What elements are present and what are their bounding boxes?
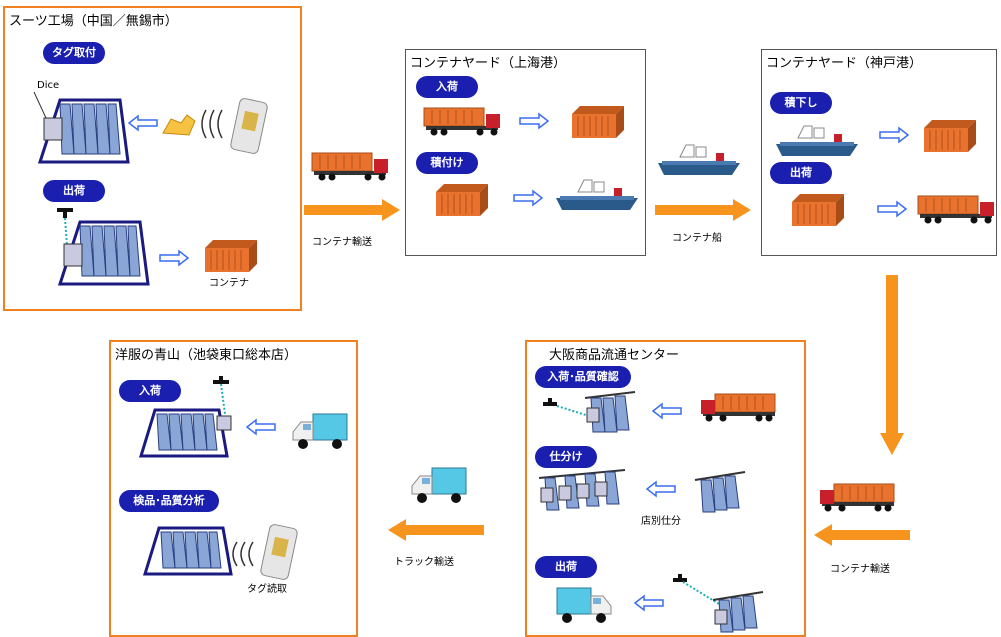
flow-arrow-right-icon [877, 200, 908, 218]
sorted-suits-icon [538, 469, 626, 511]
container-truck-icon [820, 483, 895, 512]
tag-writer-icon [162, 114, 196, 136]
step-pill-unloading: 積下し [770, 92, 832, 114]
step-pill-ship: 出荷 [535, 556, 597, 578]
tag-antenna-icon [213, 376, 232, 431]
hanging-suits-icon [694, 471, 746, 513]
transport-arrow-down-icon [880, 275, 904, 455]
panel-title: 洋服の青山（池袋東口総本店） [115, 348, 298, 363]
delivery-truck-icon [556, 587, 612, 623]
container-truck-icon [917, 195, 994, 224]
panel-title: コンテナヤード（上海港） [410, 56, 567, 71]
container-label: コンテナ [209, 278, 249, 289]
panel-suit-factory: スーツ工場（中国／無錫市） タグ取付 Dice 出荷 [3, 6, 302, 311]
rfid-reader-icon [260, 524, 298, 580]
rfid-reader-icon [230, 98, 268, 154]
transport-label: コンテナ船 [672, 233, 722, 244]
suit-rack-icon [33, 91, 130, 164]
shipping-container-icon [572, 106, 624, 138]
suit-rack-icon [138, 408, 229, 458]
step-pill-sorting: 仕分け [535, 446, 597, 468]
tag-antenna-icon [543, 398, 590, 417]
step-pill-arrival-check: 入荷･品質確認 [535, 366, 631, 388]
hanging-suits-icon [584, 391, 636, 433]
shipping-container-icon [924, 120, 976, 152]
hanging-suits-icon [712, 591, 764, 633]
tag-antenna-icon [57, 208, 73, 247]
sort-label: 店別仕分 [641, 516, 681, 527]
transport-label: コンテナ輸送 [312, 237, 372, 248]
flow-arrow-right-icon [879, 126, 910, 144]
transport-arrow-left-icon [388, 519, 484, 541]
container-ship-icon [776, 125, 858, 156]
flow-arrow-left-icon [127, 114, 158, 132]
panel-shanghai-yard: コンテナヤード（上海港） 入荷 積付け [405, 49, 646, 256]
step-pill-inspection: 検品･品質分析 [119, 490, 219, 512]
container-ship-icon [658, 144, 740, 175]
step-pill-ship: 出荷 [43, 180, 105, 202]
flow-arrow-right-icon [519, 112, 550, 130]
panel-kobe-yard: コンテナヤード（神戸港） 積下し 出荷 [761, 49, 997, 256]
delivery-truck-icon [411, 467, 467, 503]
flow-arrow-left-icon [645, 480, 676, 498]
flow-arrow-right-icon [159, 249, 190, 267]
step-pill-ship: 出荷 [770, 162, 832, 184]
panel-title: コンテナヤード（神戸港） [766, 56, 923, 71]
shipping-container-icon [792, 194, 844, 226]
step-pill-loading: 積付け [416, 152, 478, 174]
flow-arrow-left-icon [651, 402, 682, 420]
flow-arrow-left-icon [245, 418, 276, 436]
radio-signal-icon [232, 541, 254, 567]
transport-arrow-right-icon [655, 199, 751, 221]
step-pill-arrival: 入荷 [119, 380, 181, 402]
shipping-container-icon [205, 240, 257, 272]
tag-read-label: タグ読取 [247, 584, 287, 595]
transport-label: トラック輸送 [394, 557, 454, 568]
panel-osaka-center: 大阪商品流通センター 入荷･品質確認 仕分け 店 [525, 340, 806, 637]
container-truck-icon [423, 107, 500, 136]
flow-arrow-right-icon [513, 189, 544, 207]
step-pill-arrival: 入荷 [416, 76, 478, 98]
flow-arrow-left-icon [633, 594, 664, 612]
dice-label: Dice [37, 80, 60, 91]
container-truck-icon [311, 152, 388, 181]
container-truck-icon [701, 393, 776, 422]
transport-arrow-right-icon [304, 199, 400, 221]
container-ship-icon [556, 179, 638, 210]
panel-title: スーツ工場（中国／無錫市） [9, 14, 178, 29]
step-pill-tag-attach: タグ取付 [43, 42, 105, 64]
transport-label: コンテナ輸送 [830, 564, 890, 575]
radio-signal-icon [201, 109, 223, 139]
shipping-container-icon [436, 184, 488, 216]
panel-aoyama-store: 洋服の青山（池袋東口総本店） 入荷 検品･品質分析 [109, 340, 358, 637]
transport-arrow-left-icon [814, 524, 910, 546]
suit-rack-icon [57, 220, 150, 286]
delivery-truck-icon [292, 413, 348, 449]
panel-title: 大阪商品流通センター [549, 348, 680, 363]
suit-rack-icon [142, 526, 233, 576]
